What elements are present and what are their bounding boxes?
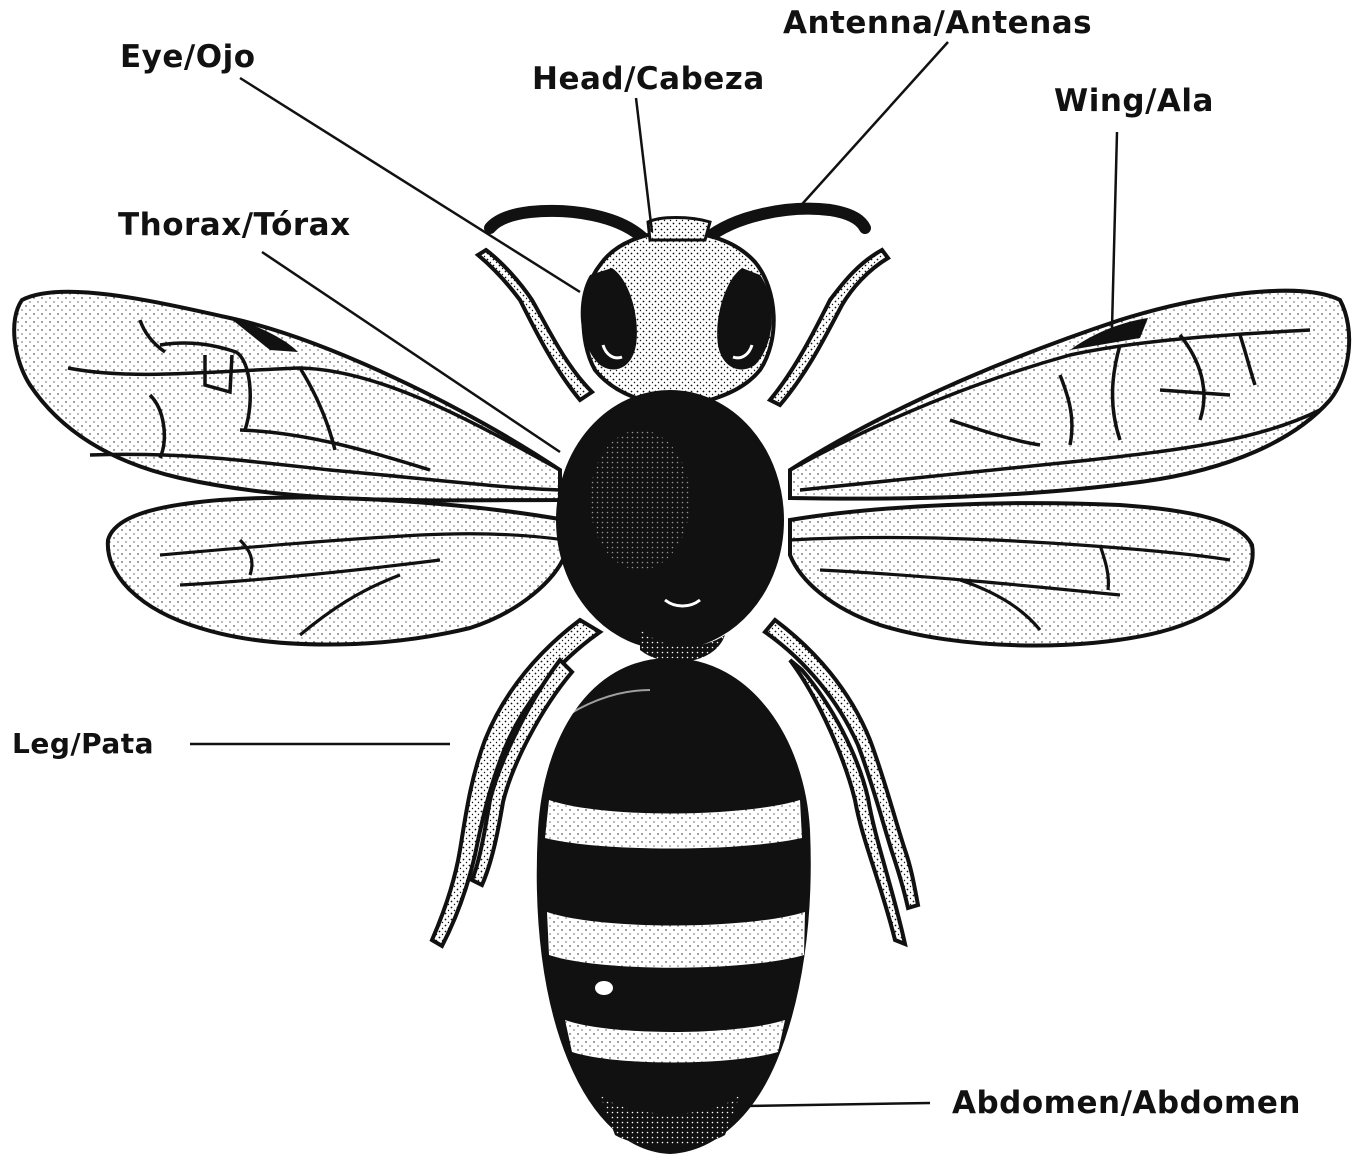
label-head: Head/Cabeza — [532, 64, 765, 95]
label-thorax: Thorax/Tórax — [118, 210, 351, 241]
label-antenna: Antenna/Antenas — [783, 8, 1092, 39]
label-leg: Leg/Pata — [12, 730, 154, 758]
label-abdomen: Abdomen/Abdomen — [952, 1088, 1301, 1119]
bee-abdomen — [539, 660, 809, 1152]
bee-head — [581, 218, 774, 406]
right-forewing — [790, 291, 1349, 499]
left-hindwing — [108, 498, 565, 645]
label-wing: Wing/Ala — [1054, 86, 1214, 117]
label-eye: Eye/Ojo — [120, 42, 256, 73]
right-hindwing — [790, 503, 1253, 645]
bee-thorax — [558, 392, 782, 662]
